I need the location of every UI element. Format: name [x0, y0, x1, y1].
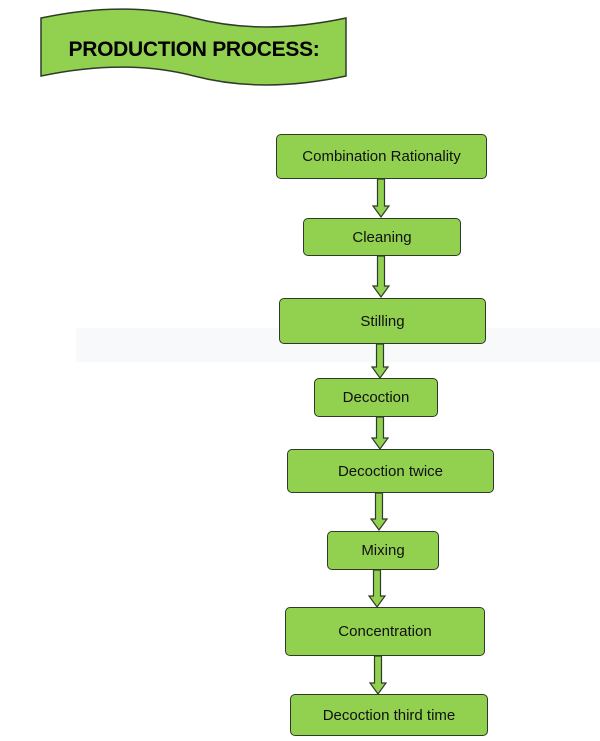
step-mixing: Mixing	[327, 531, 439, 570]
arrow-down-icon	[370, 343, 390, 380]
arrow-down-icon	[369, 492, 389, 532]
arrow-down-icon	[371, 178, 391, 219]
step-label: Decoction	[342, 389, 410, 406]
step-label: Decoction third time	[322, 706, 456, 724]
step-decoction-third-time: Decoction third time	[290, 694, 488, 736]
step-label: Combination Rationality	[302, 148, 461, 165]
arrow-down-icon	[371, 255, 391, 299]
title-banner: PRODUCTION PROCESS:	[38, 6, 350, 86]
step-label: Decoction twice	[337, 462, 444, 480]
step-cleaning: Cleaning	[303, 218, 461, 256]
step-stilling: Stilling	[279, 298, 486, 344]
step-label: Mixing	[361, 542, 405, 559]
arrow-down-icon	[367, 569, 387, 609]
wave-banner-shape	[40, 8, 347, 86]
step-decoction-twice: Decoction twice	[287, 449, 494, 493]
step-label: Concentration	[338, 623, 432, 640]
step-label: Stilling	[360, 312, 405, 330]
step-concentration: Concentration	[285, 607, 485, 656]
step-label: Cleaning	[352, 228, 412, 246]
step-combination-rationality: Combination Rationality	[276, 134, 487, 179]
arrow-down-icon	[368, 655, 388, 696]
arrow-down-icon	[370, 416, 390, 451]
page-title: PRODUCTION PROCESS:	[68, 38, 320, 61]
step-decoction: Decoction	[314, 378, 438, 417]
